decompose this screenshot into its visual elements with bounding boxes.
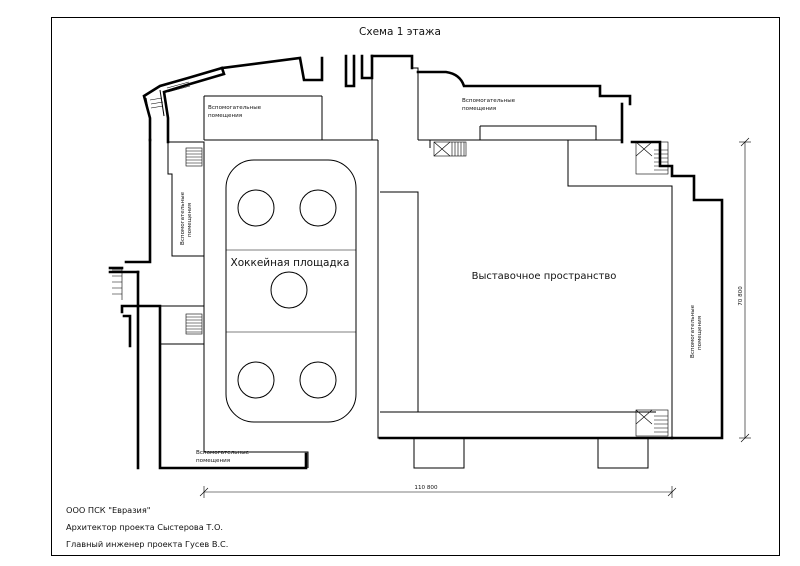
stair-entrance-top — [149, 77, 191, 109]
stairs — [112, 77, 669, 437]
dimension-width-label: 110 800 — [414, 485, 438, 491]
sheet-frame — [51, 17, 780, 556]
label-aux-left-1: Вспомогательные — [180, 191, 186, 245]
credits-company: ООО ПСК "Евразия" — [66, 505, 151, 515]
faceoff-circle-bottom-left — [237, 361, 275, 399]
dimension-width: 110 800 — [199, 485, 677, 498]
faceoff-circle-top-right — [299, 189, 337, 227]
hockey-rink — [225, 159, 357, 423]
label-exhibition: Выставочное пространство — [472, 271, 617, 282]
stair-entrance-left — [112, 268, 123, 300]
label-aux-right-1: Вспомогательные — [690, 304, 696, 358]
label-aux-left-2: помещения — [187, 203, 193, 237]
label-aux-top-left-2: помещения — [208, 113, 242, 119]
label-aux-right-2: помещения — [697, 316, 703, 350]
plan-title: Схема 1 этажа — [359, 26, 441, 38]
faceoff-circle-bottom-right — [299, 361, 337, 399]
stair-left-mid — [185, 313, 203, 335]
label-hockey: Хоккейная площадка — [231, 257, 350, 269]
label-aux-bottom-1: Вспомогательные — [196, 450, 250, 456]
label-aux-top-center-1: Вспомогательные — [462, 98, 516, 104]
stair-top-center — [433, 141, 467, 157]
credits-engineer: Главный инженер проекта Гусев В.С. — [66, 539, 229, 549]
label-aux-bottom-2: помещения — [196, 458, 230, 464]
stair-top-left — [185, 147, 203, 167]
label-aux-top-center-2: помещения — [462, 106, 496, 112]
stair-right-bottom — [635, 409, 669, 437]
stair-right-top — [635, 141, 669, 175]
faceoff-circle-top-left — [237, 189, 275, 227]
credits-block: ООО ПСК "Евразия" Архитектор проекта Сыс… — [66, 502, 228, 553]
center-circle — [270, 271, 308, 309]
room-labels: Вспомогательные помещения Вспомогательны… — [180, 98, 703, 464]
credits-architect: Архитектор проекта Сыстерова Т.О. — [66, 522, 224, 532]
dimension-height: 70 800 — [738, 137, 751, 443]
label-aux-top-left-1: Вспомогательные — [208, 105, 262, 111]
dimension-height-label: 70 800 — [738, 286, 744, 306]
interior-walls — [160, 67, 673, 469]
